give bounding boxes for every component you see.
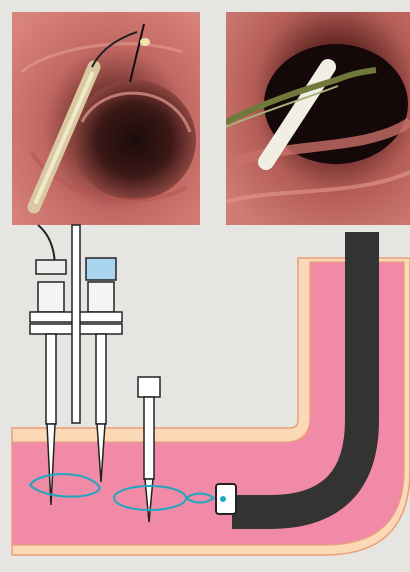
left-needle-shaft — [46, 334, 56, 424]
endoscope-port — [220, 496, 226, 502]
device-handle-right — [86, 258, 116, 280]
device-body-right — [88, 282, 114, 312]
device-body-left — [38, 282, 64, 312]
device-handle-left — [36, 260, 66, 274]
right-needle-shaft — [96, 334, 106, 424]
tag-needle-head — [138, 377, 160, 397]
tag-needle-shaft — [144, 397, 154, 479]
device-central-rod — [72, 225, 80, 423]
